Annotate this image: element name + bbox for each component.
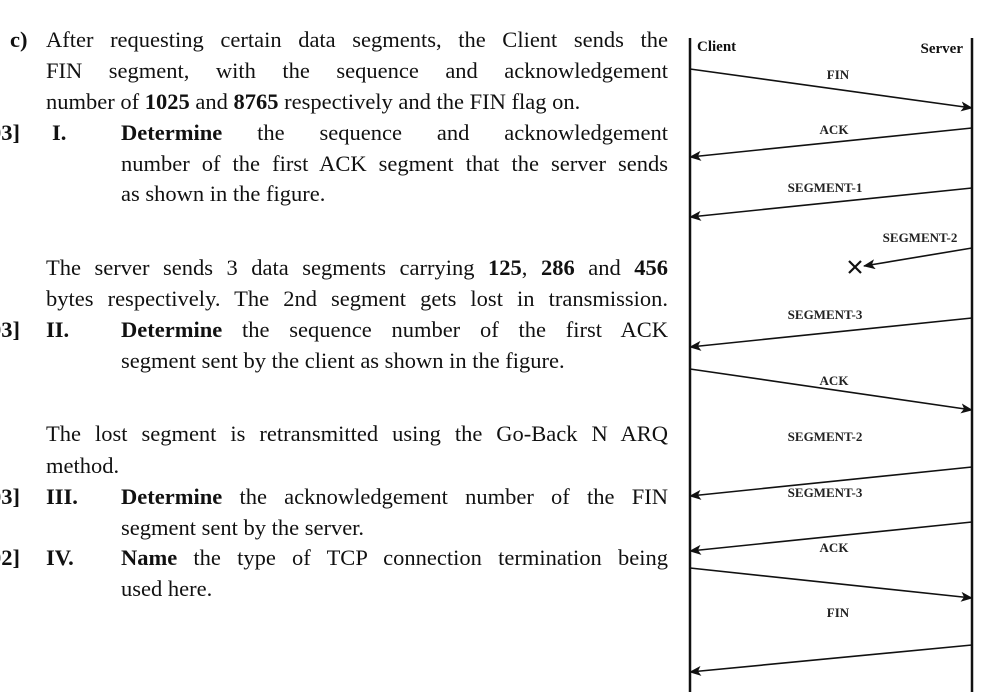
text-line: The lost segment is retransmitted using … [46,420,668,448]
message-arrow [689,644,973,676]
text-line: segment sent by the client as shown in t… [121,347,565,375]
marks-label: 02] [0,545,20,570]
text-line: as shown in the figure. [121,180,325,208]
message-arrow [689,68,973,112]
text-run: bytes respectively. The 2nd segment gets… [46,286,668,311]
text-line: number of 1025 and 8765 respectively and… [46,88,580,116]
message-label: FIN [827,605,850,620]
text-line: used here. [121,575,212,603]
marks-label: 03] [0,484,20,509]
text-run: method. [46,453,120,478]
message-label: SEGMENT-2 [788,429,863,444]
text-line: The server sends 3 data segments carryin… [46,254,668,282]
server-label: Server [921,41,964,57]
bold-text: Determine [121,484,223,509]
text-run: number of [46,89,145,114]
text-run: used here. [121,575,213,601]
message-arrow [689,466,973,500]
lost-cross-icon [848,260,862,274]
message-label: SEGMENT-2 [883,230,958,245]
message-arrow [689,187,973,221]
text-line: number of the first ACK segment that the… [121,150,668,178]
text-line: Determine the acknowledgement number of … [121,483,668,511]
text-line: FIN segment, with the sequence and ackno… [46,57,668,85]
bold-text: 286 [540,255,575,280]
message-label: SEGMENT-3 [788,307,863,322]
text-run: the acknowledgement number of the FIN [222,484,668,509]
message-arrow [689,368,973,414]
message-label: SEGMENT-1 [788,180,863,195]
text-run: number of the first ACK segment that the… [121,150,668,176]
bold-text: 125 [488,255,522,280]
text-run: After requesting certain data segments, … [46,27,668,52]
text-line: bytes respectively. The 2nd segment gets… [46,285,668,313]
message-label: SEGMENT-3 [788,485,863,500]
text-line: segment sent by the server. [121,514,364,542]
text-run: and [574,255,635,280]
text-line: Determine the sequence number of the fir… [121,316,668,344]
message-arrow [689,317,973,351]
text-run: the type of TCP connection termination b… [177,545,668,570]
sub-question-numeral: I. [52,120,67,145]
text-run: and [189,89,234,114]
bold-text: Name [121,545,178,570]
message-label: FIN [827,67,850,82]
text-run: the sequence number of the first ACK [222,317,668,342]
text-run: respectively and the FIN flag on. [278,89,581,114]
text-run: segment sent by the server. [121,514,365,540]
bold-text: 456 [634,255,668,280]
text-run: segment sent by the client as shown in t… [121,347,565,373]
bold-text: 8765 [233,89,279,114]
text-line: Determine the sequence and acknowledgeme… [121,119,668,147]
text-line: After requesting certain data segments, … [46,26,668,54]
client-label: Client [697,39,736,55]
message-label: ACK [820,540,850,555]
text-run: as shown in the figure. [121,181,326,206]
text-run: The lost segment is retransmitted using … [46,421,668,446]
part-label: c) [10,27,28,52]
marks-label: 03] [0,317,20,342]
marks-label: 03] [0,120,20,145]
message-arrow [689,521,973,555]
text-run: , [521,255,541,280]
message-arrow [863,247,973,270]
message-label: ACK [820,122,850,137]
bold-text: Determine [121,120,223,145]
text-run: The server sends 3 data segments carryin… [46,255,489,280]
text-run: FIN segment, with the sequence and ackno… [46,58,668,83]
text-line: method. [46,452,119,480]
bold-text: 1025 [144,89,190,114]
bold-text: Determine [121,317,223,342]
sub-question-numeral: II. [46,317,70,342]
message-arrow [689,567,973,602]
sub-question-numeral: III. [46,484,78,509]
message-label: ACK [820,373,850,388]
sub-question-numeral: IV. [46,545,74,570]
text-line: Name the type of TCP connection terminat… [121,544,668,572]
text-run: the sequence and acknowledgement [222,120,668,145]
message-arrow [689,127,973,161]
